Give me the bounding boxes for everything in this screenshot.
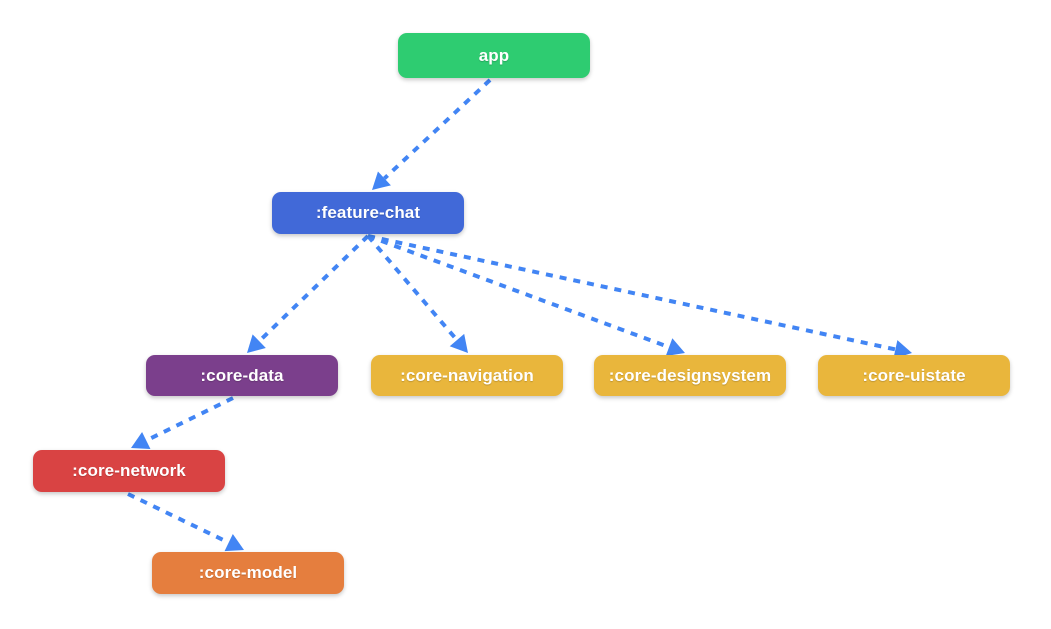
graph-edge — [257, 234, 370, 343]
graph-edge — [383, 78, 492, 180]
graph-edge-arrowhead — [131, 431, 151, 450]
graph-edge-arrowhead — [247, 334, 266, 353]
graph-edge — [366, 234, 459, 342]
graph-edge-arrowhead — [665, 338, 685, 357]
graph-node-core-network[interactable]: :core-network — [33, 450, 225, 492]
graph-node-core-data[interactable]: :core-data — [146, 355, 338, 396]
graph-node-app[interactable]: app — [398, 33, 590, 78]
graph-node-label: :feature-chat — [315, 203, 421, 222]
graph-edge-arrowhead — [224, 534, 244, 552]
graph-node-label: :core-navigation — [400, 365, 534, 385]
graph-edge — [367, 234, 896, 352]
graph-node-label: app — [478, 45, 510, 65]
graph-edge-arrowhead — [449, 333, 468, 353]
graph-node-core-navigation[interactable]: :core-navigation — [371, 355, 563, 396]
graph-edge — [127, 492, 230, 545]
graph-node-core-designsystem[interactable]: :core-designsystem — [594, 355, 786, 396]
graph-node-feature-chat[interactable]: :feature-chat — [272, 192, 464, 234]
graph-node-label: :core-data — [200, 365, 284, 385]
graph-node-label: :core-network — [72, 461, 186, 480]
graph-node-core-model[interactable]: :core-model — [152, 552, 344, 594]
graph-node-core-uistate[interactable]: :core-uistate — [818, 355, 1010, 396]
graph-edge-arrowhead — [372, 171, 391, 190]
graph-node-label: :core-uistate — [862, 365, 966, 385]
graph-node-label: :core-designsystem — [608, 365, 772, 385]
graph-node-label: :core-model — [198, 563, 298, 582]
graph-edge — [145, 396, 234, 443]
graph-edge — [367, 234, 670, 349]
